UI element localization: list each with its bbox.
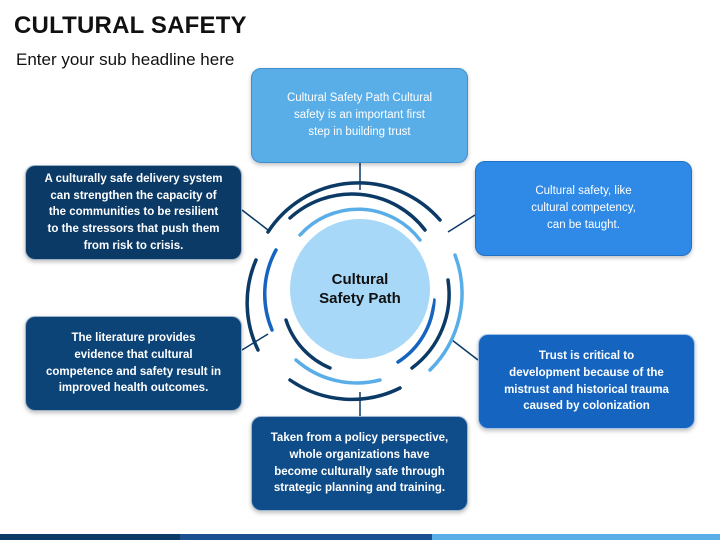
center-label: Cultural Safety Path [298, 262, 422, 316]
info-box-left-upper: A culturally safe delivery system can st… [25, 165, 242, 260]
connector-right-upper [447, 214, 476, 233]
page-title: CULTURAL SAFETY [14, 12, 247, 39]
connector-right-lower [451, 339, 479, 361]
info-box-right-lower-text: Trust is critical to development because… [504, 350, 669, 413]
ring-arc-mid-4 [262, 248, 278, 332]
ring-arc-outer-3 [288, 378, 402, 402]
info-box-left-lower: The literature provides evidence that cu… [25, 316, 242, 411]
ring-arc-inner-2 [396, 298, 436, 364]
center-label-text: Cultural Safety Path [319, 270, 401, 308]
info-box-left-upper-text: A culturally safe delivery system can st… [44, 172, 223, 252]
info-box-right-upper: Cultural safety, like cultural competenc… [475, 161, 692, 256]
ring-arc-outer-1 [266, 181, 442, 234]
info-box-left-lower-text: The literature provides evidence that cu… [45, 332, 222, 395]
center-circle [286, 215, 434, 363]
ring-arc-inner-3 [284, 318, 332, 370]
info-box-top: Cultural Safety Path Cultural safety is … [251, 68, 468, 163]
page-subtitle: Enter your sub headline here [16, 50, 235, 69]
ring-arc-mid-1 [288, 192, 427, 232]
info-box-right-lower: Trust is critical to development because… [478, 334, 695, 429]
ring-arc-mid-2 [410, 278, 451, 370]
ring-arc-mid-3 [294, 358, 382, 385]
info-box-top-text: Cultural Safety Path Cultural safety is … [286, 92, 433, 138]
ring-arc-inner-1 [298, 207, 422, 242]
ring-arc-outer-4 [245, 258, 260, 352]
footer-bar [0, 534, 720, 540]
info-box-bottom-text: Taken from a policy perspective, whole o… [270, 432, 449, 495]
info-box-bottom: Taken from a policy perspective, whole o… [251, 416, 468, 511]
ring-arc-outer-2 [428, 253, 464, 372]
connector-left-upper [241, 209, 269, 231]
info-box-right-upper-text: Cultural safety, like cultural competenc… [531, 185, 636, 231]
